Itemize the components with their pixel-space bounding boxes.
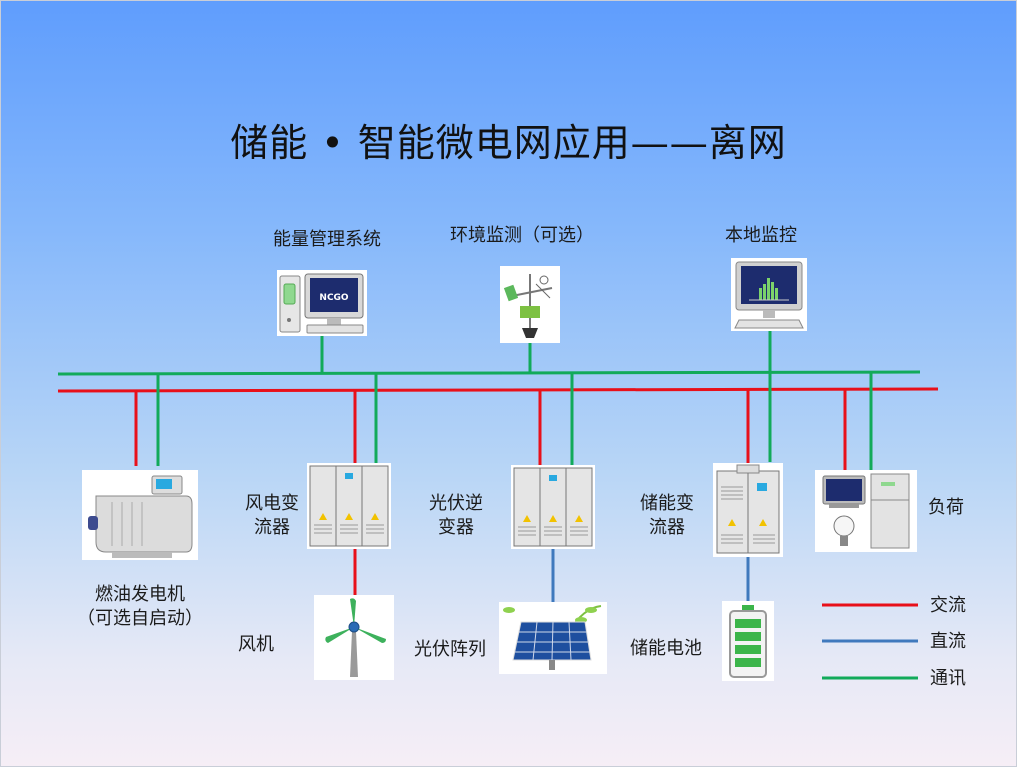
- computer-icon: NCGO: [279, 273, 364, 334]
- pv-inverter: [511, 465, 595, 549]
- cabinet-icon: [513, 467, 593, 547]
- env-monitor: [500, 266, 560, 343]
- cabinet-icon: [716, 464, 780, 554]
- wind-turbine: [314, 595, 394, 680]
- load-label: 负荷: [928, 497, 964, 518]
- weather-station-icon: [503, 274, 553, 338]
- solar-panel-icon: [503, 605, 602, 670]
- comm-bus: [57, 370, 921, 376]
- battery: [722, 601, 774, 681]
- appliances-icon: [822, 473, 910, 549]
- ems-logo-text: NCGO: [319, 293, 349, 303]
- generator-icon: [88, 475, 193, 558]
- ess-converter-label-1: 储能变: [640, 493, 694, 514]
- monitor-chart-icon: [734, 261, 804, 329]
- wind-converter-label-2: 流器: [254, 517, 290, 538]
- ac-bus: [57, 387, 939, 393]
- pv-array-label: 光伏阵列: [414, 639, 486, 660]
- load-appliances: [815, 470, 917, 552]
- generator-label-1: 燃油发电机: [95, 584, 185, 605]
- local-monitor: [731, 258, 807, 331]
- env-label: 环境监测（可选）: [450, 225, 594, 246]
- legend-dc-label: 直流: [930, 631, 966, 652]
- battery-icon: [729, 605, 767, 678]
- wind-turbine-label: 风机: [238, 634, 274, 655]
- ess-converter: [713, 463, 783, 557]
- local-monitor-label: 本地监控: [725, 225, 797, 246]
- diagram-title: 储能 • 智能微电网应用——离网: [230, 121, 787, 165]
- wind-turbine-icon: [325, 598, 386, 677]
- legend-comm-label: 通讯: [930, 668, 966, 689]
- pv-inverter-label-1: 光伏逆: [429, 493, 483, 514]
- legend-ac-label: 交流: [930, 595, 966, 616]
- cabinet-icon: [309, 465, 389, 547]
- generator-label-2: （可选自启动）: [77, 608, 203, 629]
- battery-label: 储能电池: [630, 638, 702, 659]
- ess-converter-label-2: 流器: [649, 517, 685, 538]
- wind-converter-label-1: 风电变: [245, 493, 299, 514]
- wind-converter: [307, 463, 391, 549]
- fuel-generator: [82, 470, 198, 560]
- ems-label: 能量管理系统: [273, 229, 381, 250]
- ems-computer: NCGO: [277, 270, 367, 336]
- pv-array: [499, 602, 607, 674]
- pv-inverter-label-2: 变器: [438, 517, 474, 538]
